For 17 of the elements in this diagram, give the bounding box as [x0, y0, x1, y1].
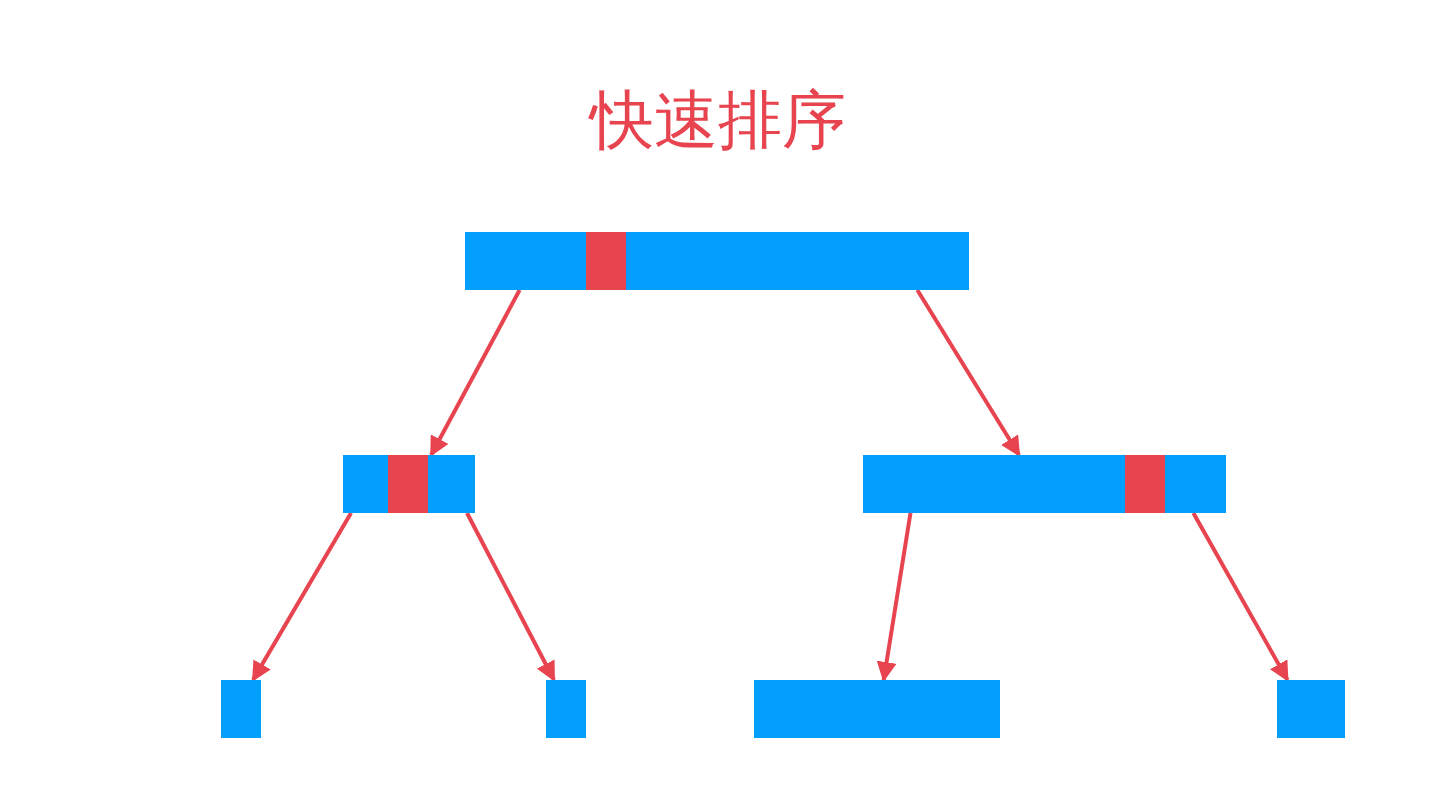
pivot-segment: [388, 455, 428, 513]
array-bar: [863, 455, 1226, 513]
array-bar: [1277, 680, 1345, 738]
arrow: [465, 512, 556, 682]
title: 快速排序: [589, 83, 846, 157]
array-bar: [343, 455, 475, 513]
array-bar: [465, 232, 969, 290]
arrow: [251, 512, 353, 682]
array-bar: [546, 680, 586, 738]
pivot-segment: [586, 232, 626, 290]
array-bar: [221, 680, 261, 738]
arrow: [1191, 512, 1290, 682]
arrow: [876, 512, 913, 682]
arrow: [915, 288, 1021, 457]
array-bar: [754, 680, 1000, 738]
pivot-segment: [1125, 455, 1165, 513]
arrow: [429, 289, 522, 457]
